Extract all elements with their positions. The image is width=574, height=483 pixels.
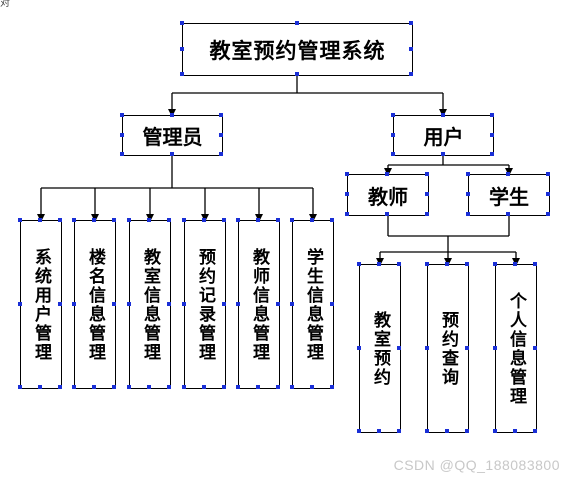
admin-child-teacher: 教师信息管理 — [236, 218, 280, 389]
selection-handle — [506, 212, 510, 216]
admin-label: 管理员 — [142, 125, 203, 149]
selection-handle — [330, 385, 334, 389]
admin-child-label: 学生信息管理 — [303, 247, 323, 362]
selection-handle — [465, 429, 469, 433]
root-node: 教室预约管理系统 — [180, 21, 413, 76]
admin-child-label: 系统用户管理 — [31, 247, 51, 362]
selection-handle — [533, 429, 537, 433]
admin-child-building: 楼名信息管理 — [72, 218, 116, 389]
selection-handle — [219, 132, 223, 137]
user-child-reservation-query: 预约查询 — [425, 262, 469, 433]
student-node: 学生 — [466, 172, 550, 216]
selection-handle — [58, 301, 62, 306]
selection-handle — [222, 385, 226, 389]
admin-child-label: 楼名信息管理 — [85, 247, 105, 362]
selection-handle — [377, 429, 381, 433]
root-label: 教室预约管理系统 — [209, 38, 386, 63]
admin-node: 管理员 — [120, 113, 223, 156]
corner-mark: 对 — [0, 0, 10, 9]
selection-handle — [397, 429, 401, 433]
user-label: 用户 — [423, 125, 464, 149]
selection-handle — [445, 429, 449, 433]
selection-handle — [112, 385, 116, 389]
selection-handle — [440, 152, 445, 156]
admin-child-student: 学生信息管理 — [290, 218, 334, 389]
selection-handle — [513, 429, 517, 433]
selection-handle — [276, 301, 280, 306]
selection-handle — [425, 192, 429, 196]
admin-child-reservation: 预约记录管理 — [182, 218, 226, 389]
selection-handle — [425, 212, 429, 216]
admin-child-label: 预约记录管理 — [195, 247, 215, 362]
selection-handle — [222, 301, 226, 306]
teacher-label: 教师 — [368, 184, 408, 209]
selection-handle — [330, 301, 334, 306]
selection-handle — [546, 212, 550, 216]
student-label: 学生 — [489, 184, 529, 209]
selection-handle — [167, 301, 171, 306]
user-child-label: 教室预约 — [370, 310, 390, 387]
selection-handle — [385, 212, 389, 216]
selection-handle — [294, 72, 299, 76]
selection-handle — [58, 385, 62, 389]
selection-handle — [490, 152, 494, 156]
selection-handle — [147, 385, 151, 389]
selection-handle — [256, 385, 260, 389]
selection-handle — [465, 345, 469, 350]
user-child-personal-info: 个人信息管理 — [493, 262, 537, 433]
watermark: CSDN @QQ_188083800 — [393, 457, 560, 473]
user-child-label: 个人信息管理 — [506, 291, 526, 406]
admin-child-classroom: 教室信息管理 — [127, 218, 171, 389]
selection-handle — [202, 385, 206, 389]
teacher-node: 教师 — [345, 172, 429, 216]
selection-handle — [219, 152, 223, 156]
selection-handle — [490, 132, 494, 137]
selection-handle — [409, 46, 413, 51]
selection-handle — [169, 152, 174, 156]
selection-handle — [112, 301, 116, 306]
admin-child-system-user: 系统用户管理 — [18, 218, 62, 389]
user-child-classroom-booking: 教室预约 — [357, 262, 401, 433]
selection-handle — [546, 192, 550, 196]
selection-handle — [92, 385, 96, 389]
selection-handle — [310, 385, 314, 389]
user-child-label: 预约查询 — [438, 310, 458, 387]
selection-handle — [397, 345, 401, 350]
selection-handle — [409, 72, 413, 76]
admin-child-label: 教师信息管理 — [249, 247, 269, 362]
selection-handle — [533, 345, 537, 350]
selection-handle — [167, 385, 171, 389]
selection-handle — [38, 385, 42, 389]
selection-handle — [276, 385, 280, 389]
admin-child-label: 教室信息管理 — [140, 247, 160, 362]
user-node: 用户 — [391, 113, 494, 156]
